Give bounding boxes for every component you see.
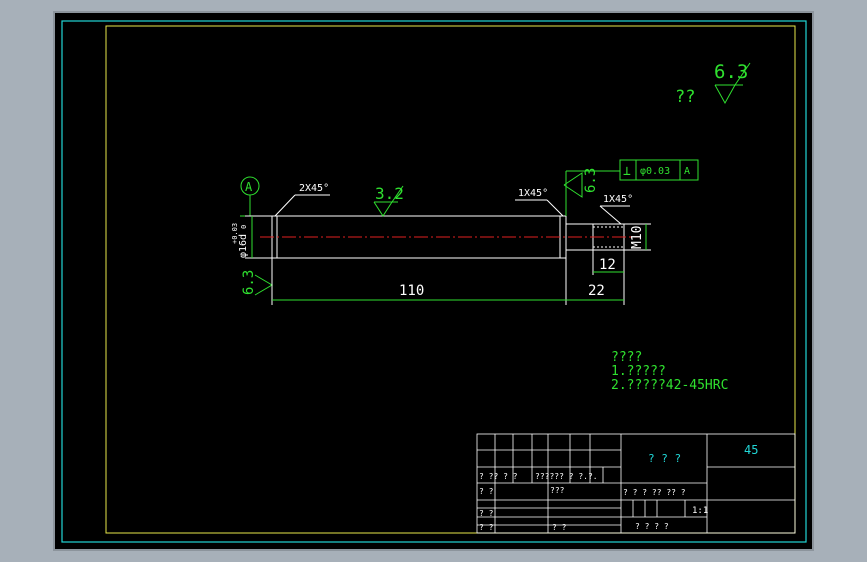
title-row-2a: ? ?	[479, 487, 494, 496]
title-row-2b: ???	[550, 486, 565, 495]
geometric-tolerance-frame: ⊥ φ0.03 A	[619, 159, 699, 181]
diameter-tol-upper: +0.03	[231, 223, 239, 244]
datum-label: A	[245, 180, 253, 194]
notes-line-2: 2.?????42-45HRC	[611, 378, 728, 393]
general-roughness-label: ??	[675, 87, 695, 107]
general-roughness: ?? 6.3	[675, 61, 751, 107]
thread-dimension: M10	[624, 223, 651, 251]
diameter-tol-lower: 0	[240, 225, 248, 229]
title-row-4a: ? ?	[479, 523, 494, 532]
part-name: ? ? ?	[648, 452, 681, 465]
roughness-symbol-icon	[714, 84, 736, 105]
right-shoulder-roughness: 6.3	[563, 168, 620, 216]
body-roughness: 3.2	[373, 184, 404, 217]
technical-notes: ???? 1.????? 2.?????42-45HRC	[611, 350, 728, 393]
dimension-12-label: 12	[599, 257, 616, 273]
title-bottom-labels: ? ? ? ?	[635, 522, 669, 531]
dimension-110-label: 110	[399, 283, 424, 299]
general-roughness-value: 6.3	[714, 61, 748, 83]
roughness-symbol-icon	[254, 274, 273, 296]
right-roughness-value: 6.3	[583, 168, 599, 193]
body-roughness-value: 3.2	[375, 184, 404, 203]
title-mid-labels: ? ? ? ?? ?? ?	[623, 488, 686, 497]
chamfer-right-1-label: 1X45°	[518, 188, 548, 199]
shaft-part	[260, 215, 640, 259]
datum-a: A	[240, 176, 260, 217]
chamfer-right-callout-1: 1X45°	[515, 188, 564, 217]
outer-border	[61, 20, 807, 543]
scale: 1:1	[692, 506, 708, 516]
chamfer-left-callout: 2X45°	[274, 183, 330, 217]
title-row-3: ? ?	[479, 509, 494, 518]
dimension-12: 12	[592, 250, 625, 275]
thread-label: M10	[630, 226, 645, 249]
left-roughness-value: 6.3	[241, 270, 257, 295]
title-block	[476, 433, 796, 534]
inner-frame	[105, 25, 796, 534]
roughness-symbol-icon	[373, 201, 393, 217]
drawing-sheet: ?? 6.3 A φ16d +0.03 0 6.3 2X45°	[55, 13, 812, 549]
tolerance-datum: A	[684, 166, 690, 177]
chamfer-left-label: 2X45°	[299, 183, 329, 194]
title-row-1b: ?????? ? ?.?.	[535, 472, 598, 481]
chamfer-right-callout-2: 1X45°	[599, 194, 633, 225]
dimension-22-label: 22	[588, 283, 605, 299]
cad-drawing: ?? 6.3 A φ16d +0.03 0 6.3 2X45°	[61, 20, 807, 543]
tolerance-value: φ0.03	[640, 166, 670, 177]
title-row-1: ? ?? ? ?	[479, 472, 518, 481]
notes-line-1: 1.?????	[611, 364, 666, 379]
diameter-label: φ16d	[238, 234, 249, 258]
roughness-symbol-icon	[563, 172, 583, 198]
length-dimensions: 110 22	[271, 258, 625, 305]
material: 45	[744, 443, 758, 457]
notes-title: ????	[611, 350, 642, 365]
left-face-roughness: 6.3	[241, 270, 273, 296]
title-block-text: ? ? ? 45 1:1 ? ?? ? ? ?????? ? ?.?. ? ? …	[479, 443, 758, 532]
diameter-dimension: φ16d +0.03 0	[231, 215, 272, 259]
perpendicularity-icon: ⊥	[623, 164, 631, 179]
title-row-4b: ? ?	[552, 523, 567, 532]
chamfer-right-2-label: 1X45°	[603, 194, 633, 205]
